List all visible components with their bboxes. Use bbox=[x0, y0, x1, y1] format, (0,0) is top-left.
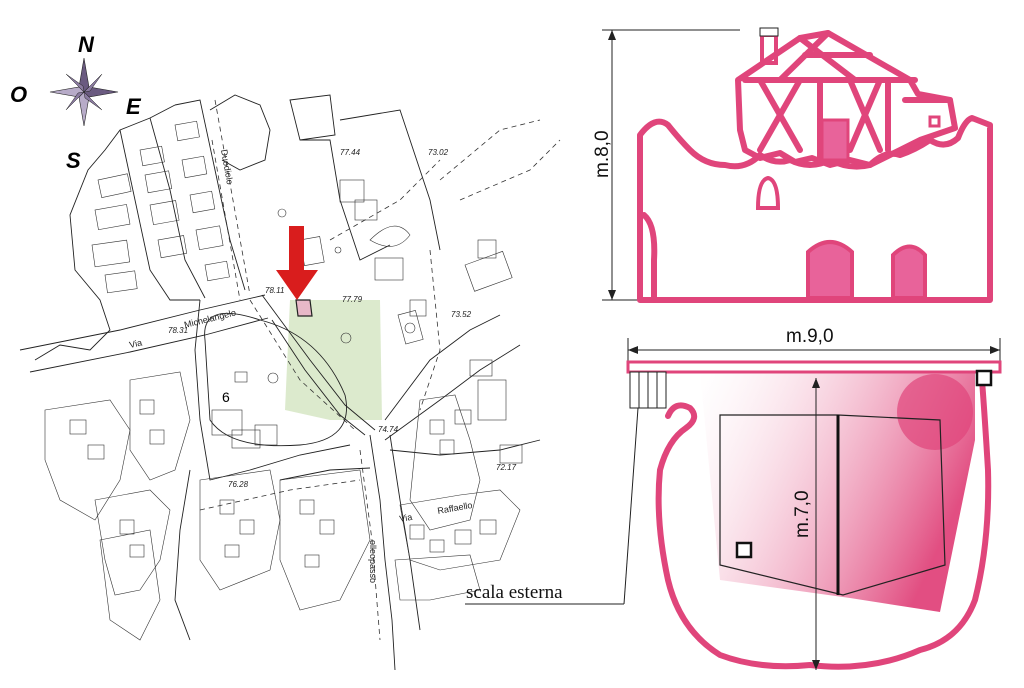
elev-77-79: 77.79 bbox=[342, 295, 363, 304]
street-vertical: Duodiolo bbox=[219, 149, 235, 186]
highlighted-plot bbox=[295, 299, 313, 317]
elev-78-31: 78.31 bbox=[168, 326, 188, 335]
compass-south: S bbox=[66, 148, 81, 173]
elev-73-52: 73.52 bbox=[451, 310, 472, 319]
elev-73-02: 73.02 bbox=[428, 148, 449, 157]
callout-label: scala esterna bbox=[466, 582, 563, 603]
elev-78-11: 78.11 bbox=[265, 286, 284, 295]
compass-rose: N S E O bbox=[10, 32, 142, 173]
exterior-stairs bbox=[629, 371, 667, 409]
street-raffaello: Raffaello bbox=[437, 500, 474, 516]
block-number: 6 bbox=[222, 389, 230, 405]
compass-north: N bbox=[78, 32, 95, 57]
green-area bbox=[285, 300, 382, 420]
elev-76-28: 76.28 bbox=[228, 480, 249, 489]
compass-east: E bbox=[126, 94, 142, 119]
street-passo: olleopasso bbox=[368, 540, 378, 583]
street-raffaello-via: Via bbox=[399, 512, 413, 524]
width-label: m.9,0 bbox=[786, 326, 834, 347]
elevation-drawing: m.8,0 bbox=[592, 27, 993, 303]
cadastral-map: 77.44 73.02 78.11 77.79 73.52 78.31 74.7… bbox=[19, 94, 561, 671]
compass-west: O bbox=[10, 82, 27, 107]
elev-72-17: 72.17 bbox=[496, 463, 517, 472]
location-arrow bbox=[276, 226, 318, 300]
street-michelangelo: Michelangelo bbox=[183, 307, 237, 330]
depth-label: m.7,0 bbox=[792, 490, 813, 538]
elev-77-44: 77.44 bbox=[340, 148, 361, 157]
elev-74-74: 74.74 bbox=[378, 425, 399, 434]
street-via: Via bbox=[128, 338, 143, 350]
plan-drawing: m.9,0 m.7,0 scala esterna bbox=[465, 326, 1002, 670]
height-label: m.8,0 bbox=[592, 130, 613, 178]
